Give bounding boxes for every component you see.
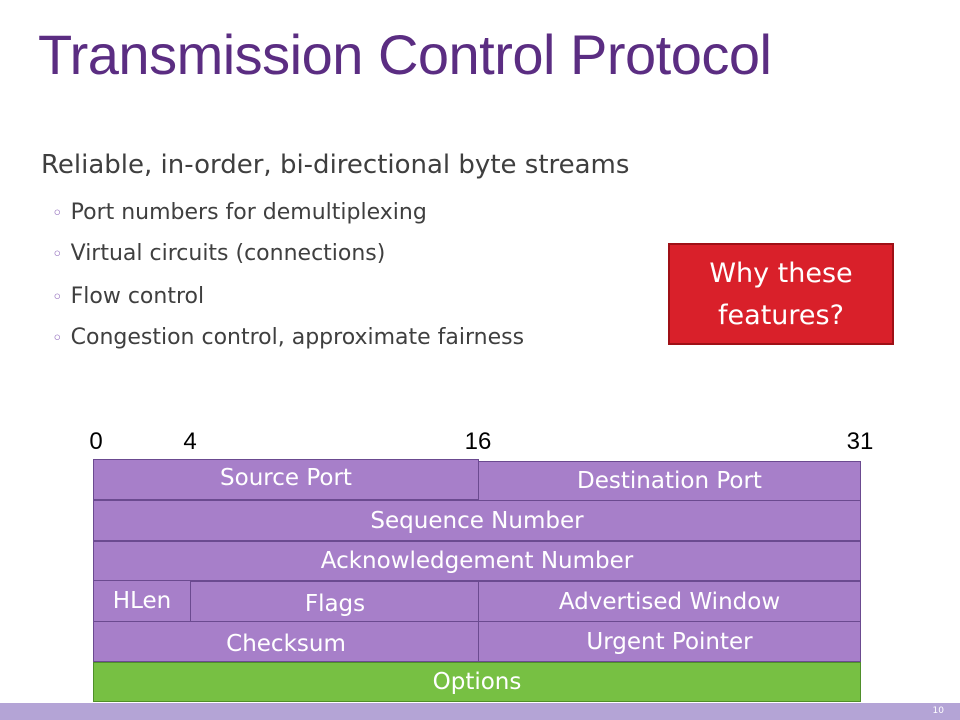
sub-bullet-text: Congestion control, approximate fairness [70,325,525,350]
sub-bullet-text: Port numbers for demultiplexing [70,200,427,225]
sub-bullet-item: ◦ Port numbers for demultiplexing [52,200,427,225]
bit-tick: 0 [89,428,103,455]
sub-bullet-item: ◦ Congestion control, approximate fairnes… [52,325,524,350]
main-bullet: Reliable, in-order, bi-directional byte … [41,150,630,180]
field-flags: Flags [190,581,480,622]
sub-bullet-text: Virtual circuits (connections) [70,241,386,266]
field-hlen: HLen [93,580,191,622]
callout-box: Why these features? [668,243,894,345]
field-advertised-window: Advertised Window [478,581,861,622]
field-checksum: Checksum [93,621,479,662]
bullet-marker-icon: ◦ [52,287,63,308]
field-destination-port: Destination Port [478,461,861,501]
bullet-marker-icon: ◦ [52,328,63,349]
sub-bullet-text: Flow control [70,284,205,309]
footer-bar [0,703,960,720]
page-number: 10 [932,706,944,716]
field-acknowledgement-number: Acknowledgement Number [93,541,861,581]
sub-bullet-item: ◦ Virtual circuits (connections) [52,241,385,266]
bit-tick: 16 [464,428,492,455]
field-sequence-number: Sequence Number [93,500,861,541]
bit-tick: 31 [846,428,874,455]
bullet-marker-icon: ◦ [52,203,63,224]
bit-tick: 4 [183,428,197,455]
field-options: Options [93,662,861,702]
field-source-port: Source Port [93,459,479,500]
slide-title: Transmission Control Protocol [38,23,772,86]
callout-line: features? [718,300,844,331]
sub-bullet-item: ◦ Flow control [52,284,204,309]
callout-line: Why these [709,258,853,289]
bullet-marker-icon: ◦ [52,244,63,265]
field-urgent-pointer: Urgent Pointer [478,621,861,662]
